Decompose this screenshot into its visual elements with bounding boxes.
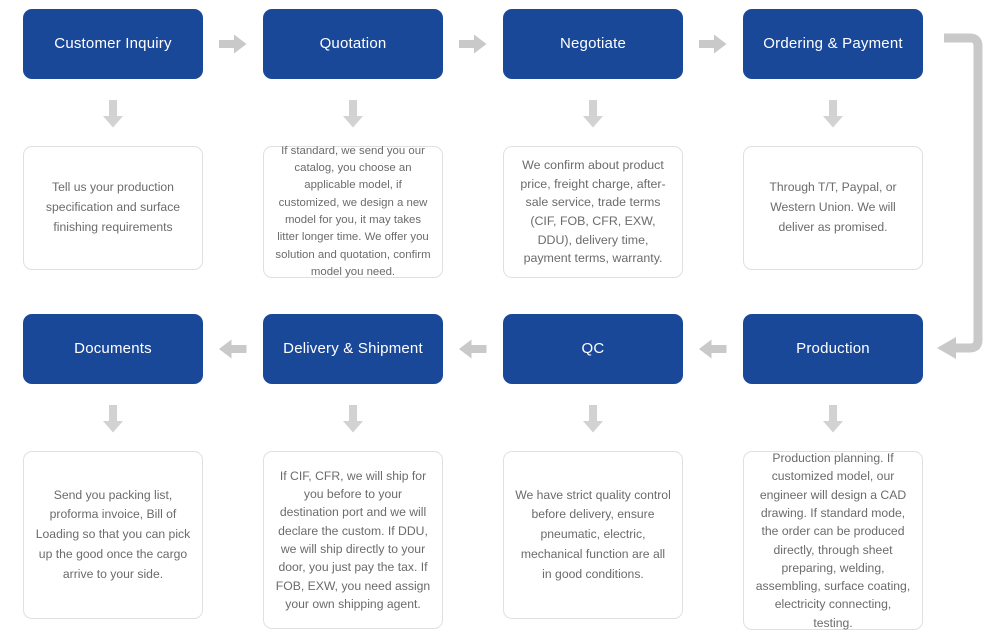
stage-description-ordering-payment: Through T/T, Paypal, or Western Union. W…: [743, 146, 923, 270]
arrow-down-icon: [341, 404, 365, 434]
stage-description-text: We confirm about product price, freight …: [520, 158, 666, 266]
elbow-arrow-icon: [930, 25, 1000, 370]
stage-title: QC: [581, 340, 605, 357]
stage-description-text: Through T/T, Paypal, or Western Union. W…: [769, 180, 897, 234]
stage-title: Production: [796, 340, 870, 357]
stage-description-customer-inquiry: Tell us your production specification an…: [23, 146, 203, 270]
stage-title: Customer Inquiry: [54, 35, 172, 52]
stage-header-quotation[interactable]: Quotation: [263, 9, 443, 79]
stage-header-negotiate[interactable]: Negotiate: [503, 9, 683, 79]
stage-description-quotation: If standard, we send you our catalog, yo…: [263, 145, 443, 278]
arrow-down-icon: [581, 99, 605, 129]
arrow-down-icon: [581, 404, 605, 434]
stage-header-customer-inquiry[interactable]: Customer Inquiry: [23, 9, 203, 79]
arrow-down-icon: [101, 99, 125, 129]
stage-header-documents[interactable]: Documents: [23, 314, 203, 384]
stage-description-text: Production planning. If customized model…: [755, 451, 911, 630]
stage-description-qc: We have strict quality control before de…: [503, 451, 683, 619]
stage-title: Quotation: [319, 35, 387, 52]
arrow-right-icon: [698, 33, 728, 55]
stage-title: Delivery & Shipment: [283, 340, 423, 357]
stage-header-qc[interactable]: QC: [503, 314, 683, 384]
arrow-left-icon: [458, 338, 488, 360]
arrow-down-icon: [821, 99, 845, 129]
stage-title: Documents: [74, 340, 152, 357]
arrow-left-icon: [698, 338, 728, 360]
stage-description-text: If CIF, CFR, we will ship for you before…: [275, 468, 431, 611]
stage-title: Ordering & Payment: [763, 35, 903, 52]
stage-description-delivery-shipment: If CIF, CFR, we will ship for you before…: [263, 451, 443, 629]
arrow-left-icon: [218, 338, 248, 360]
arrow-right-icon: [458, 33, 488, 55]
stage-description-negotiate: We confirm about product price, freight …: [503, 146, 683, 278]
arrow-down-icon: [101, 404, 125, 434]
stage-title: Negotiate: [559, 35, 626, 52]
stage-description-text: Tell us your production specification an…: [45, 180, 181, 234]
arrow-down-icon: [821, 404, 845, 434]
stage-description-documents: Send you packing list, proforma invoice,…: [23, 451, 203, 619]
stage-description-text: We have strict quality control before de…: [515, 487, 671, 581]
arrow-right-icon: [218, 33, 248, 55]
stage-description-production: Production planning. If customized model…: [743, 451, 923, 630]
stage-header-ordering-payment[interactable]: Ordering & Payment: [743, 9, 923, 79]
stage-header-delivery-shipment[interactable]: Delivery & Shipment: [263, 314, 443, 384]
arrow-down-icon: [341, 99, 365, 129]
stage-description-text: If standard, we send you our catalog, yo…: [275, 144, 431, 278]
stage-header-production[interactable]: Production: [743, 314, 923, 384]
stage-description-text: Send you packing list, proforma invoice,…: [35, 487, 191, 581]
